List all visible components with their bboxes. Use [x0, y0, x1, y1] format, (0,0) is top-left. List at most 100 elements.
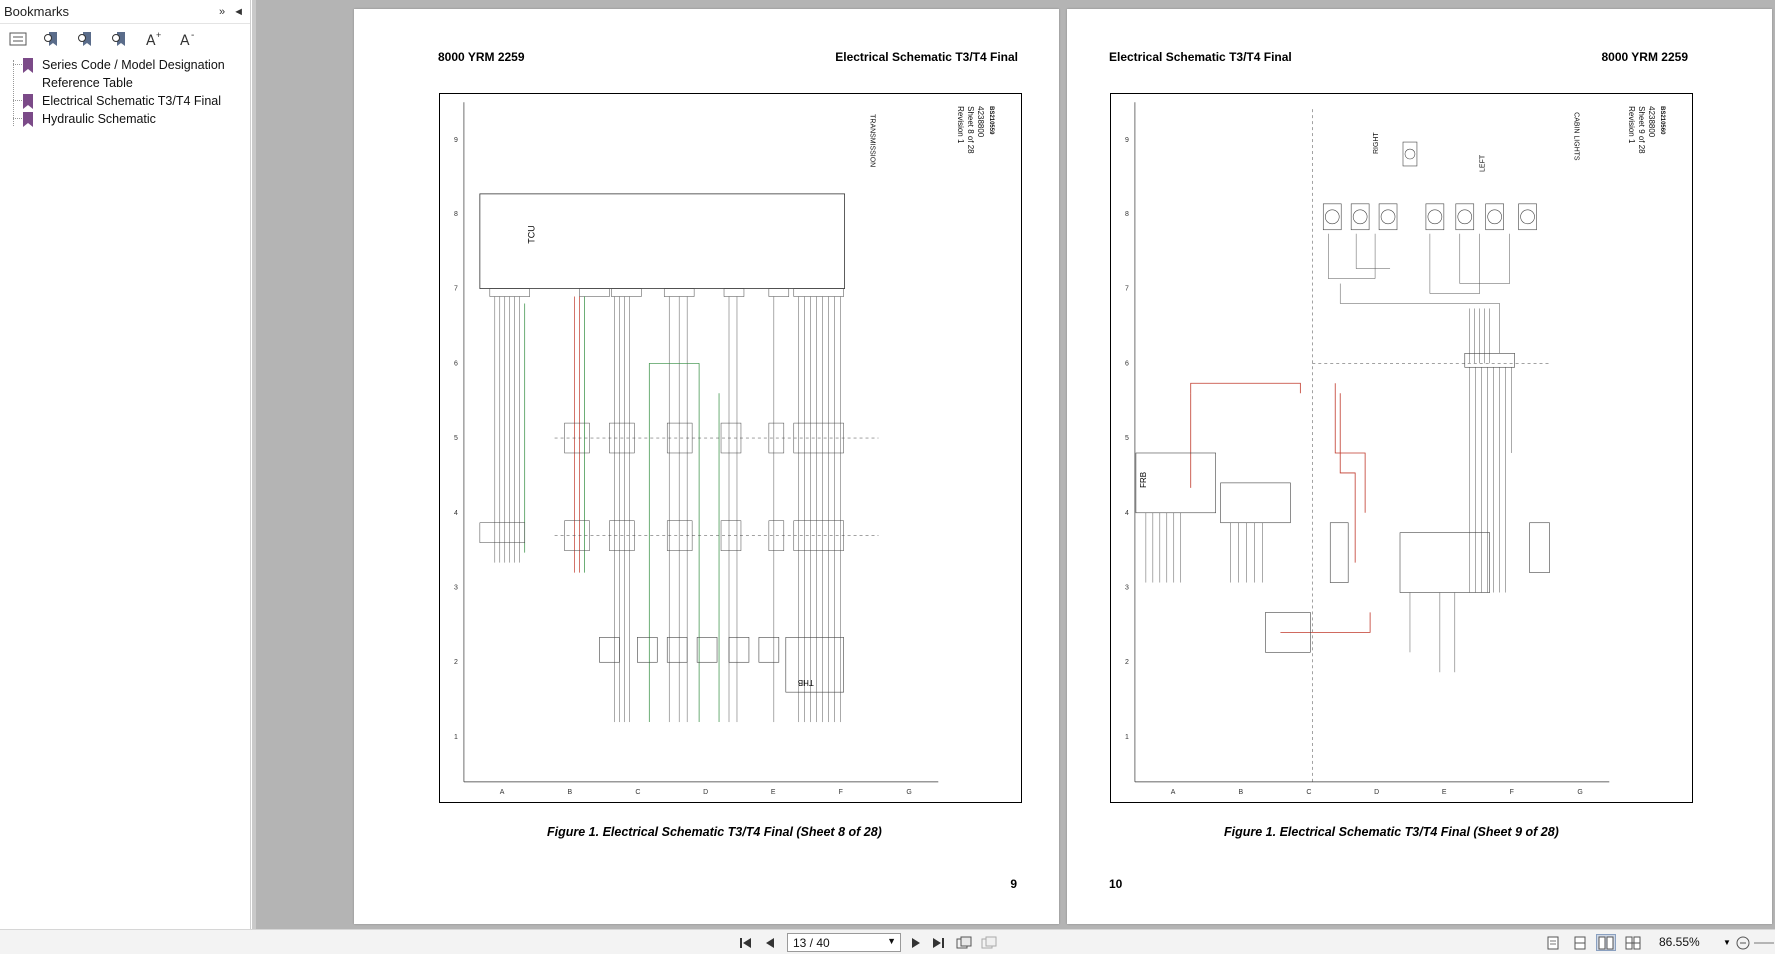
row-label: 3 — [1125, 585, 1129, 592]
row-label: 7 — [454, 286, 458, 293]
figure-caption: Figure 1. Electrical Schematic T3/T4 Fin… — [1224, 825, 1559, 839]
col-label: C — [635, 789, 640, 796]
page-header-left: 8000 YRM 2259 — [438, 50, 525, 64]
navigation-toolbar: 13 / 40 ▼ 86.55% ▼ — [0, 929, 1775, 954]
next-view-icon[interactable] — [980, 934, 998, 951]
bookmark-series-code[interactable]: Series Code / Model Designation Referenc… — [0, 56, 250, 92]
chevron-down-icon[interactable]: ▼ — [887, 936, 896, 946]
row-label: 1 — [454, 734, 458, 741]
bookmarks-panel: Bookmarks » ◄ A+ A- Series C — [0, 0, 251, 929]
figure-caption: Figure 1. Electrical Schematic T3/T4 Fin… — [547, 825, 882, 839]
page-sheet-8: 8000 YRM 2259 Electrical Schematic T3/T4… — [354, 9, 1059, 924]
svg-text:A: A — [180, 33, 190, 48]
drawing-number: 4238800 — [976, 106, 985, 138]
panel-splitter[interactable] — [252, 0, 256, 929]
new-bookmark-icon[interactable] — [76, 30, 96, 48]
previous-view-icon[interactable] — [955, 934, 973, 951]
left-label: LEFT — [1480, 154, 1487, 172]
row-label: 2 — [454, 659, 458, 666]
bookmarks-toolbar: A+ A- — [0, 24, 250, 54]
col-label: A — [1171, 789, 1176, 796]
col-label: B — [568, 789, 573, 796]
bookmark-hydraulic-schematic[interactable]: Hydraulic Schematic — [0, 110, 250, 128]
two-page-continuous-icon[interactable] — [1624, 934, 1642, 951]
col-label: F — [839, 789, 843, 796]
row-label: 4 — [1125, 510, 1129, 517]
revision: Revision 1 — [956, 106, 965, 144]
col-label: G — [906, 789, 911, 796]
page-number-input[interactable]: 13 / 40 ▼ — [787, 933, 901, 952]
page-number: 9 — [1010, 877, 1017, 891]
bookmark-electrical-schematic[interactable]: Electrical Schematic T3/T4 Final — [0, 92, 250, 110]
previous-page-button[interactable] — [762, 934, 778, 951]
last-page-button[interactable] — [930, 934, 946, 951]
row-label: 4 — [454, 510, 458, 517]
zoom-slider[interactable] — [1754, 934, 1774, 951]
schematic-sheet-9-svg: 9 8 7 6 5 4 3 2 1 A B C D E F G — [1125, 102, 1665, 796]
bookmark-label: Hydraulic Schematic — [42, 112, 156, 126]
svg-text:-: - — [191, 30, 194, 41]
col-label: F — [1510, 789, 1514, 796]
sheet-code: BS210560 — [1659, 106, 1665, 135]
col-label: D — [703, 789, 708, 796]
col-label: B — [1239, 789, 1244, 796]
row-label: 6 — [1125, 360, 1129, 367]
expand-bookmark-icon[interactable] — [42, 30, 62, 48]
col-label: A — [500, 789, 505, 796]
row-label: 2 — [1125, 659, 1129, 666]
section-title: TRANSMISSION — [869, 114, 876, 167]
zoom-level[interactable]: 86.55% — [1659, 935, 1700, 949]
bookmark-flag-icon — [23, 94, 33, 109]
frb-label: FRB — [1139, 472, 1148, 488]
next-page-button[interactable] — [908, 934, 924, 951]
svg-text:+: + — [156, 30, 161, 40]
page-header-right: Electrical Schematic T3/T4 Final — [835, 50, 1018, 64]
schematic-drawing: 9 8 7 6 5 4 3 2 1 A B C D E F G — [1110, 93, 1693, 803]
col-label: D — [1374, 789, 1379, 796]
bookmark-tree: Series Code / Model Designation Referenc… — [0, 54, 250, 128]
svg-text:A: A — [146, 33, 156, 48]
close-panel-button[interactable]: ◄ — [233, 5, 244, 18]
sheet-number: Sheet 8 of 28 — [966, 106, 975, 154]
bookmark-label-cont: Reference Table — [42, 76, 133, 90]
find-bookmark-icon[interactable] — [110, 30, 130, 48]
row-label: 7 — [1125, 286, 1129, 293]
two-page-view-icon[interactable] — [1596, 934, 1616, 951]
page-header-left: Electrical Schematic T3/T4 Final — [1109, 50, 1292, 64]
bookmarks-title: Bookmarks — [4, 4, 70, 19]
row-label: 6 — [454, 360, 458, 367]
bookmarks-header: Bookmarks » ◄ — [0, 0, 250, 24]
page-header-right: 8000 YRM 2259 — [1601, 50, 1688, 64]
zoom-dropdown-icon[interactable]: ▼ — [1723, 938, 1731, 947]
right-label: RIGHT — [1373, 132, 1380, 154]
schematic-drawing: 9 8 7 6 5 4 3 2 1 A B C D E F G — [439, 93, 1022, 803]
bookmark-flag-icon — [23, 58, 33, 73]
drawing-number: 4238800 — [1647, 106, 1656, 138]
zoom-out-button[interactable] — [1735, 934, 1751, 951]
revision: Revision 1 — [1627, 106, 1636, 144]
increase-text-size-icon[interactable]: A+ — [144, 30, 164, 48]
col-label: E — [1442, 789, 1447, 796]
row-label: 3 — [454, 585, 458, 592]
section-title: CABIN LIGHTS — [1572, 112, 1579, 161]
page-sheet-9: Electrical Schematic T3/T4 Final 8000 YR… — [1067, 9, 1772, 924]
bookmark-label: Electrical Schematic T3/T4 Final — [42, 94, 221, 108]
col-label: E — [771, 789, 776, 796]
row-label: 9 — [454, 137, 458, 144]
row-label: 8 — [454, 211, 458, 218]
page-number-value: 13 / 40 — [793, 935, 830, 950]
col-label: G — [1577, 789, 1582, 796]
thb-label: THB — [798, 678, 814, 687]
decrease-text-size-icon[interactable]: A- — [178, 30, 198, 48]
row-label: 5 — [454, 435, 458, 442]
row-label: 8 — [1125, 211, 1129, 218]
row-label: 5 — [1125, 435, 1129, 442]
document-viewer[interactable]: 8000 YRM 2259 Electrical Schematic T3/T4… — [252, 0, 1775, 929]
continuous-view-icon[interactable] — [1572, 934, 1588, 951]
collapse-panel-button[interactable]: » — [218, 5, 226, 18]
bookmark-flag-icon — [23, 112, 33, 127]
first-page-button[interactable] — [738, 934, 754, 951]
schematic-sheet-8-svg: 9 8 7 6 5 4 3 2 1 A B C D E F G — [454, 102, 994, 796]
single-page-view-icon[interactable] — [1545, 934, 1561, 951]
bookmark-options-icon[interactable] — [8, 30, 28, 48]
